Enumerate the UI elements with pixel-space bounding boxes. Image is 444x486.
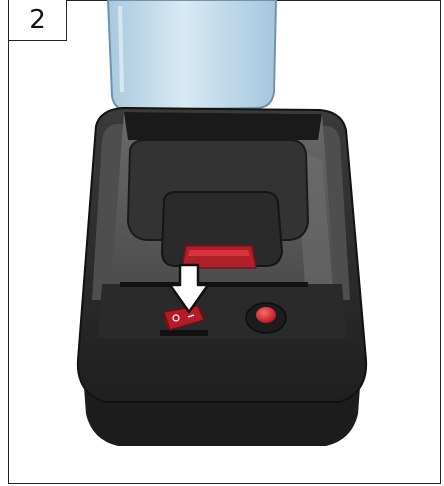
front-panel — [98, 282, 346, 338]
switch-base-line — [160, 330, 208, 336]
step-number: 2 — [29, 5, 46, 35]
step-number-badge: 2 — [8, 0, 67, 41]
round-button[interactable] — [246, 303, 286, 333]
lid — [108, 0, 276, 116]
